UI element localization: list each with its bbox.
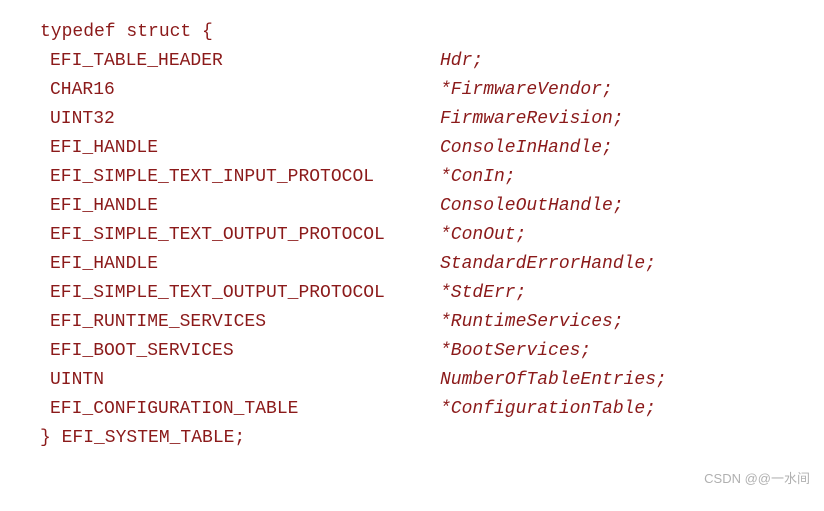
struct-field-line: EFI_SIMPLE_TEXT_INPUT_PROTOCOL *ConIn; — [40, 163, 516, 192]
struct-field-line: EFI_BOOT_SERVICES *BootServices; — [40, 337, 591, 366]
field-type: EFI_CONFIGURATION_TABLE — [50, 399, 299, 419]
field-name: Hdr; — [440, 51, 484, 71]
field-type: EFI_RUNTIME_SERVICES — [50, 312, 267, 332]
field-name: *RuntimeServices; — [440, 312, 624, 332]
struct-close: } EFI_SYSTEM_TABLE; — [40, 428, 246, 448]
struct-field-line: EFI_HANDLE ConsoleOutHandle; — [40, 192, 624, 221]
field-name: *ConfigurationTable; — [440, 399, 657, 419]
struct-field-line: EFI_HANDLE StandardErrorHandle; — [40, 250, 656, 279]
struct-field-line: EFI_SIMPLE_TEXT_OUTPUT_PROTOCOL *ConOut; — [40, 221, 526, 250]
field-type: EFI_HANDLE — [50, 196, 159, 216]
struct-open: typedef struct { — [40, 22, 213, 42]
field-type: EFI_SIMPLE_TEXT_OUTPUT_PROTOCOL — [50, 225, 385, 245]
field-type: UINT32 — [50, 109, 115, 129]
struct-close-line: } EFI_SYSTEM_TABLE; — [40, 424, 245, 453]
field-name: *BootServices; — [440, 341, 592, 361]
struct-open-line: typedef struct { — [40, 18, 213, 47]
field-type: EFI_SIMPLE_TEXT_OUTPUT_PROTOCOL — [50, 283, 385, 303]
field-name: *FirmwareVendor; — [440, 80, 613, 100]
struct-field-line: UINT32 FirmwareRevision; — [40, 105, 624, 134]
struct-field-line: EFI_RUNTIME_SERVICES *RuntimeServices; — [40, 308, 624, 337]
field-name: FirmwareRevision; — [440, 109, 624, 129]
field-type: EFI_HANDLE — [50, 254, 159, 274]
struct-field-line: UINTN NumberOfTableEntries; — [40, 366, 667, 395]
code-block: typedef struct { EFI_TABLE_HEADER Hdr; CHA… — [40, 18, 667, 453]
struct-fields: EFI_TABLE_HEADER Hdr; CHAR16 *FirmwareVendo… — [40, 47, 667, 424]
field-type: EFI_HANDLE — [50, 138, 159, 158]
field-name: NumberOfTableEntries; — [440, 370, 667, 390]
field-type: UINTN — [50, 370, 105, 390]
field-type: EFI_TABLE_HEADER — [50, 51, 223, 71]
field-type: EFI_SIMPLE_TEXT_INPUT_PROTOCOL — [50, 167, 375, 187]
struct-field-line: CHAR16 *FirmwareVendor; — [40, 76, 613, 105]
field-name: *ConOut; — [440, 225, 527, 245]
struct-field-line: EFI_SIMPLE_TEXT_OUTPUT_PROTOCOL *StdErr; — [40, 279, 526, 308]
field-type: CHAR16 — [50, 80, 115, 100]
struct-field-line: EFI_TABLE_HEADER Hdr; — [40, 47, 483, 76]
field-name: StandardErrorHandle; — [440, 254, 657, 274]
field-name: *ConIn; — [440, 167, 516, 187]
field-type: EFI_BOOT_SERVICES — [50, 341, 234, 361]
struct-field-line: EFI_CONFIGURATION_TABLE *ConfigurationTab… — [40, 395, 656, 424]
field-name: ConsoleOutHandle; — [440, 196, 624, 216]
struct-field-line: EFI_HANDLE ConsoleInHandle; — [40, 134, 613, 163]
field-name: ConsoleInHandle; — [440, 138, 613, 158]
watermark: CSDN @@一水间 — [704, 471, 810, 486]
field-name: *StdErr; — [440, 283, 527, 303]
